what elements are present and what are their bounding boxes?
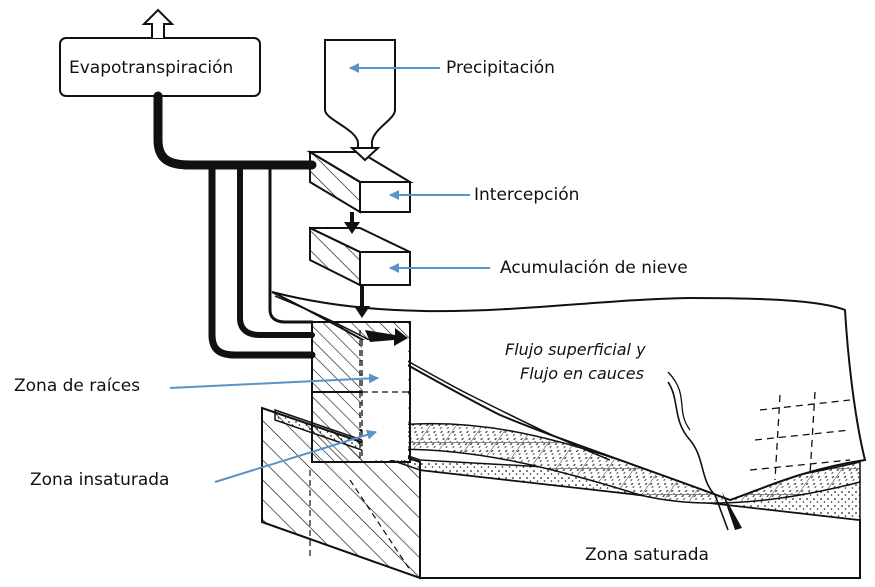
stream-label-leader xyxy=(667,371,691,431)
surface-flow-label: Flujo superficial y xyxy=(505,340,646,359)
channel-flow-label: Flujo en cauces xyxy=(520,364,644,383)
evapotranspiration-box xyxy=(59,8,261,97)
root-zone-label: Zona de raíces xyxy=(14,376,141,396)
precipitation-funnel xyxy=(324,39,396,162)
interception-box xyxy=(306,150,414,214)
pointer-arrows xyxy=(169,63,490,483)
pointer-root-zone xyxy=(169,373,379,389)
evapotranspiration-label: Evapotranspiración xyxy=(69,58,234,78)
snow-accumulation-label: Acumulación de nieve xyxy=(500,258,688,278)
precipitation-label: Precipitación xyxy=(446,58,555,78)
unsaturated-zone-label: Zona insaturada xyxy=(30,470,170,490)
evapotranspiration-flow-pipes xyxy=(153,91,317,359)
interception-label: Intercepción xyxy=(474,185,580,205)
vertical-flow-arrows xyxy=(344,212,408,346)
saturated-zone-label: Zona saturada xyxy=(585,545,709,565)
snow-box xyxy=(309,226,411,287)
pointer-unsaturated xyxy=(214,429,377,483)
